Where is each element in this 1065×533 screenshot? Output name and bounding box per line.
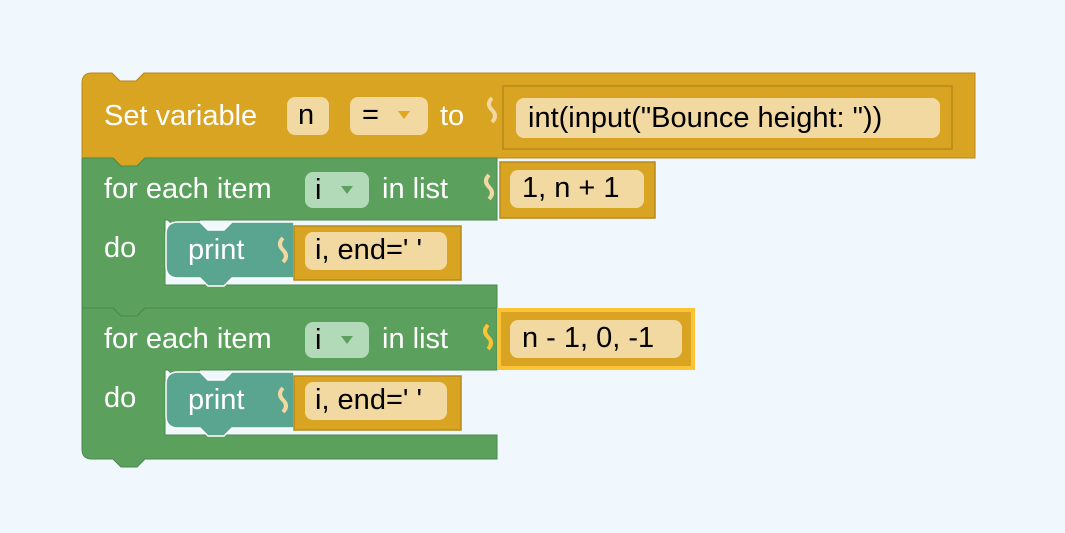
- list-value-field-2[interactable]: n - 1, 0, -1: [510, 320, 682, 358]
- in-list-label-1: in list: [382, 173, 449, 205]
- for-each-label-1: for each item: [104, 173, 272, 205]
- set-variable-label: Set variable: [104, 100, 258, 132]
- loop-variable-text-2: i: [315, 324, 322, 356]
- print-label-1: print: [188, 234, 245, 266]
- list-value-text-2: n - 1, 0, -1: [522, 322, 655, 354]
- variable-name-field[interactable]: n: [287, 97, 329, 135]
- value-expression-text: int(input("Bounce height: ")): [528, 102, 883, 134]
- do-label-1: do: [104, 232, 137, 264]
- to-label: to: [440, 100, 465, 132]
- in-list-label-2: in list: [382, 323, 449, 355]
- dropdown-arrow-icon: [341, 186, 353, 194]
- dropdown-arrow-icon: [398, 111, 410, 119]
- operator-text: =: [362, 99, 379, 131]
- variable-name-text: n: [298, 99, 315, 131]
- print-argument-field-2[interactable]: i, end=' ': [305, 382, 447, 420]
- operator-dropdown[interactable]: =: [350, 97, 428, 135]
- print-argument-field-1[interactable]: i, end=' ': [305, 232, 447, 270]
- do-label-2: do: [104, 382, 137, 414]
- list-value-field-1[interactable]: 1, n + 1: [510, 170, 644, 208]
- print-argument-text-2: i, end=' ': [315, 384, 423, 416]
- loop-variable-text-1: i: [315, 174, 322, 206]
- print-argument-text-1: i, end=' ': [315, 234, 423, 266]
- dropdown-arrow-icon: [341, 336, 353, 344]
- print-label-2: print: [188, 384, 245, 416]
- list-value-text-1: 1, n + 1: [522, 172, 620, 204]
- for-each-label-2: for each item: [104, 323, 272, 355]
- loop-variable-dropdown-2[interactable]: i: [305, 322, 369, 358]
- loop-variable-dropdown-1[interactable]: i: [305, 172, 369, 208]
- value-expression-field[interactable]: int(input("Bounce height: ")): [516, 98, 940, 138]
